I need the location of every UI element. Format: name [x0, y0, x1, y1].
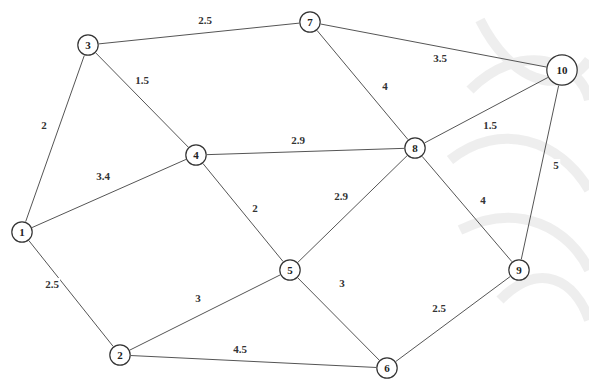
edge-weight: 4	[479, 194, 487, 206]
node-outline	[377, 358, 397, 378]
node-outline	[78, 35, 98, 55]
node-outline	[186, 145, 206, 165]
graph-node: 4	[185, 144, 207, 166]
node-outline	[12, 222, 32, 242]
edge-weight: 4.5	[232, 343, 248, 355]
graph-edge	[298, 278, 380, 360]
graph-node: 7	[299, 11, 321, 33]
graph-edge	[32, 159, 186, 227]
edge-weight: 3.5	[432, 52, 448, 64]
edge-weight: 4	[381, 80, 389, 92]
edge-weight: 2.5	[197, 14, 213, 26]
node-number: 2	[117, 350, 123, 361]
graph-edge	[26, 55, 85, 221]
node-number: 10	[557, 65, 568, 76]
node-outline	[110, 345, 130, 365]
node-number: 7	[307, 17, 313, 28]
edge-weight: 2.9	[333, 190, 349, 202]
graph-edge	[422, 156, 512, 261]
edge-weight: 2	[251, 202, 259, 214]
graph-edge	[203, 164, 283, 262]
node-outline	[405, 138, 425, 158]
graph-edge	[131, 356, 376, 368]
node-number: 6	[384, 363, 390, 374]
node-number: 4	[193, 150, 199, 161]
graph-edge	[317, 30, 408, 139]
edge-weight: 2	[40, 119, 48, 131]
graph-node: 10	[546, 54, 578, 86]
graph-edge	[207, 148, 404, 154]
edge-weight: 2.9	[290, 134, 306, 146]
node-outline	[280, 260, 300, 280]
graph-edge	[425, 77, 548, 142]
edge-weight: 3	[194, 292, 202, 304]
graph-edge	[298, 156, 407, 263]
node-outline	[509, 260, 529, 280]
edge-weight: 2.5	[431, 302, 447, 314]
graph-node: 5	[279, 259, 301, 281]
node-number: 9	[516, 265, 522, 276]
edge-weight: 5	[552, 159, 560, 171]
node-number: 5	[287, 265, 293, 276]
edge-weight: 3	[338, 277, 346, 289]
graph-node: 8	[404, 137, 426, 159]
graph-node: 6	[376, 357, 398, 379]
graph-edge	[521, 86, 558, 260]
edge-weight: 1.5	[482, 119, 498, 131]
graph-edge	[396, 277, 510, 362]
edge-weight: 2.5	[44, 278, 60, 290]
node-number: 3	[85, 40, 91, 51]
edge-weight: 1.5	[134, 74, 150, 86]
graph-node: 9	[508, 259, 530, 281]
graph-edge	[321, 24, 546, 67]
graph-edge	[96, 53, 189, 147]
graph-edge	[99, 23, 299, 44]
graph-node: 2	[109, 344, 131, 366]
graph-edge	[130, 275, 280, 350]
graph-edge	[29, 241, 113, 347]
graph-node: 1	[11, 221, 33, 243]
node-number: 8	[412, 143, 418, 154]
node-number: 1	[19, 227, 25, 238]
node-outline	[300, 12, 320, 32]
graph-node: 3	[77, 34, 99, 56]
node-outline	[547, 55, 577, 85]
edge-weight: 3.4	[95, 170, 111, 182]
